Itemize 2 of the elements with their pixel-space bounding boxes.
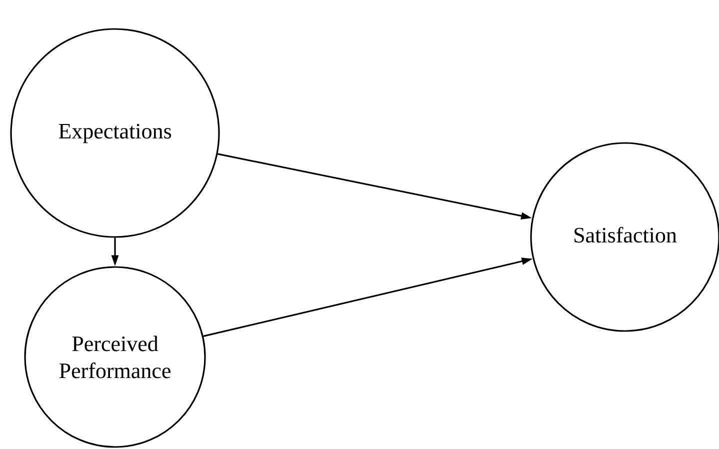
circle-node: Perceived Performance <box>24 266 206 448</box>
circle-node: Expectations <box>10 28 220 238</box>
